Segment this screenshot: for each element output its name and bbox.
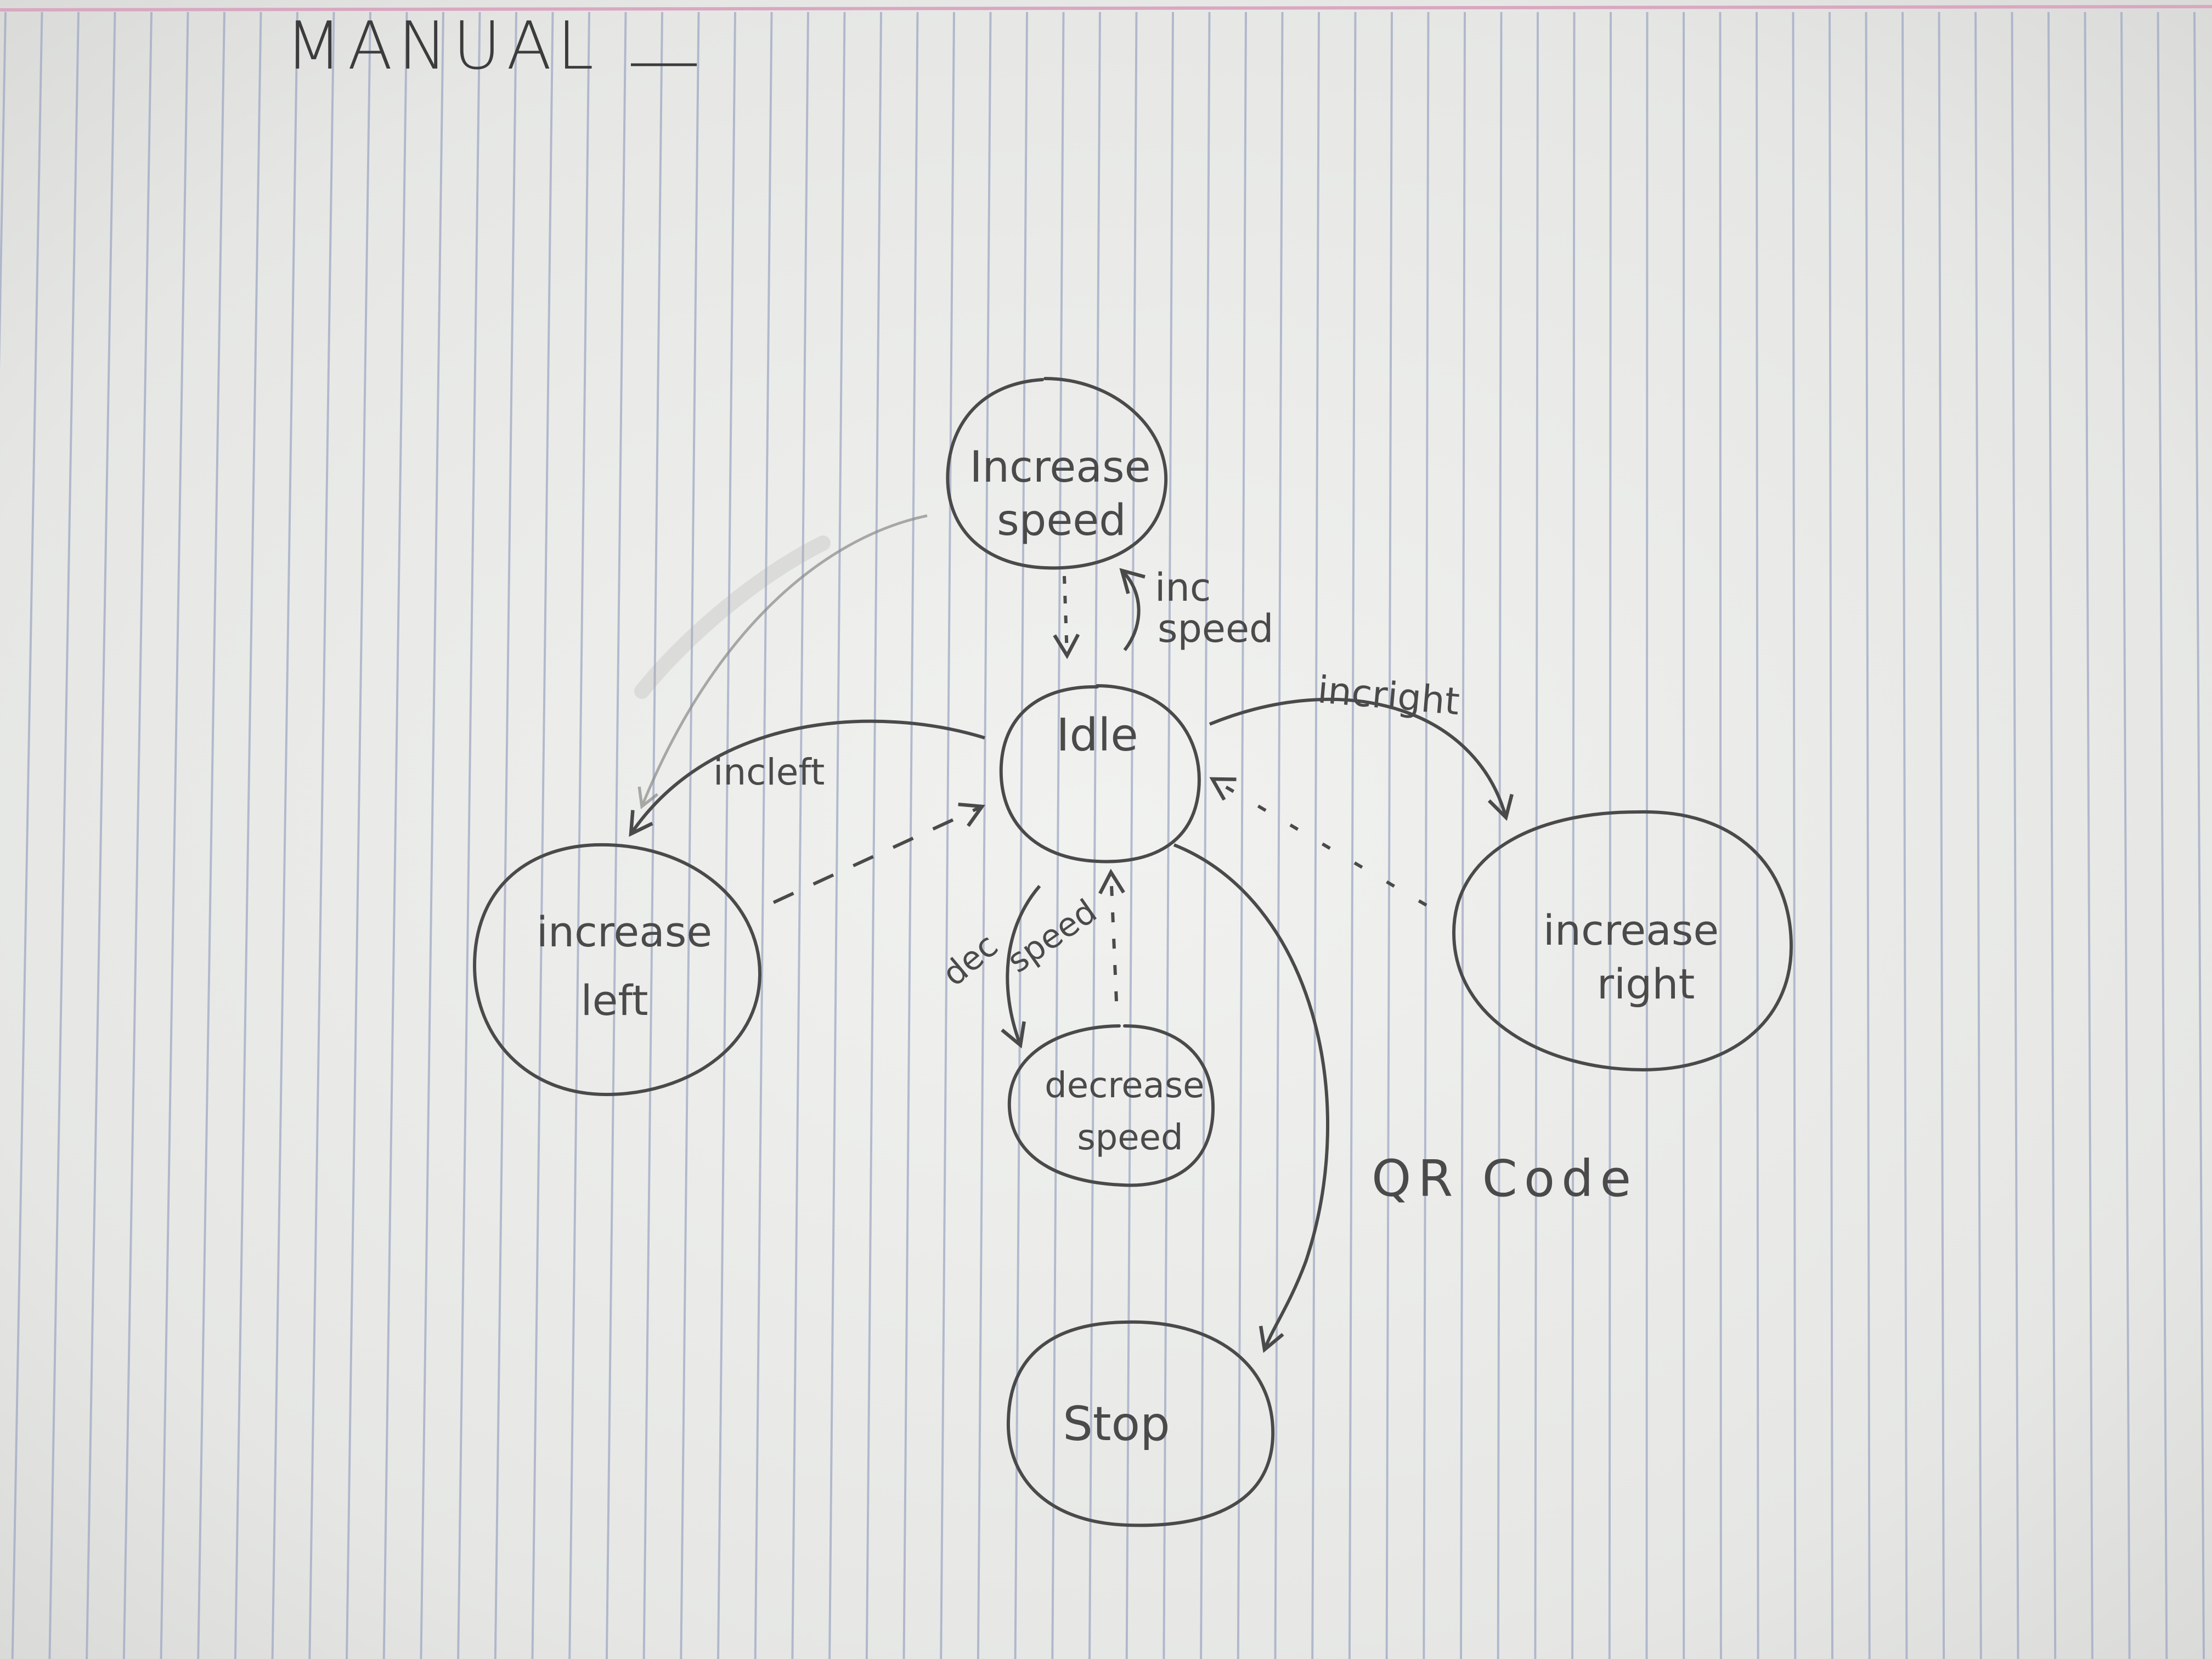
state-increase-left-label: left	[580, 976, 648, 1025]
svg-text:decrease speed: decrease speed	[1045, 1065, 1216, 1158]
ruled-line	[494, 12, 517, 1659]
ruled-line	[865, 12, 882, 1659]
ruled-line	[1938, 12, 1945, 1659]
arrow-inc-left	[629, 719, 985, 837]
ruled-line	[2047, 12, 2057, 1659]
ruled-line	[568, 12, 590, 1659]
arrow-increase-speed-to-left-faint	[637, 514, 928, 810]
state-decrease-speed-label: decrease	[1045, 1065, 1204, 1106]
ruled-line	[197, 12, 225, 1659]
ruled-line	[717, 12, 736, 1659]
ruled-line	[2193, 12, 2205, 1659]
ruled-line	[1974, 12, 1982, 1659]
state-increase-speed-label: speed	[997, 496, 1126, 545]
page-title: MANUAL	[285, 8, 599, 84]
margin-line	[0, 5, 2212, 12]
state-increase-right-label: right	[1597, 960, 1695, 1008]
ruled-line	[48, 12, 80, 1659]
ruled-line	[1792, 12, 1797, 1659]
arrow-inc-right	[1209, 697, 1514, 821]
ruled-line	[1901, 12, 1908, 1659]
ruled-line	[1865, 12, 1871, 1659]
ruled-line	[1237, 12, 1247, 1659]
svg-text:increase left: increase left	[537, 907, 726, 1025]
state-idle: Idle	[999, 684, 1201, 864]
ruled-line	[1423, 12, 1430, 1659]
ruled-line	[308, 12, 335, 1659]
ruled-line	[2011, 12, 2019, 1659]
ruled-line	[605, 12, 627, 1659]
state-increase-left-label: increase	[537, 907, 712, 956]
state-increase-right-label: increase	[1543, 906, 1719, 955]
ruled-line	[754, 12, 773, 1659]
transition-inc-speed-label: speed	[1158, 606, 1273, 651]
state-stop: Stop	[1006, 1320, 1275, 1527]
ruled-line	[2120, 12, 2131, 1659]
ruled-line	[122, 12, 153, 1659]
ruled-line	[531, 12, 554, 1659]
ruled-line	[1348, 12, 1357, 1659]
ruled-line	[902, 12, 919, 1659]
ruled-line	[1829, 12, 1833, 1659]
ruled-line	[1756, 12, 1759, 1659]
ruled-line	[11, 12, 43, 1659]
ruled-line	[1163, 12, 1174, 1659]
ruled-line	[828, 12, 846, 1659]
ruled-line	[1200, 12, 1211, 1659]
ruled-line	[420, 12, 444, 1659]
ruled-line	[1311, 12, 1320, 1659]
ruled-line	[346, 12, 371, 1659]
ruled-line	[1460, 12, 1466, 1659]
ruled-line	[1014, 12, 1028, 1659]
arrow-dec-speed	[1001, 885, 1041, 1049]
ruled-line	[680, 12, 700, 1659]
state-increase-right: increase right	[1452, 810, 1793, 1072]
ruled-line	[1608, 12, 1612, 1659]
arrow-qr-code	[1173, 843, 1329, 1353]
arrow-increase-speed-to-idle	[1053, 575, 1080, 659]
ruled-line	[1385, 12, 1393, 1659]
ruled-lines	[0, 12, 2205, 1659]
svg-text:inc speed: inc speed	[1155, 565, 1273, 651]
ruled-line	[1497, 12, 1503, 1659]
state-increase-left: increase left	[472, 843, 762, 1097]
ruled-line	[940, 12, 955, 1659]
arrow-increase-right-to-idle	[1209, 777, 1427, 907]
transition-qr-code-label: QR Code	[1372, 1149, 1638, 1208]
ruled-line	[234, 12, 262, 1659]
transition-inc-left-label: incleft	[713, 751, 825, 793]
state-increase-speed-label: Increase	[970, 443, 1151, 492]
ruled-line	[382, 12, 408, 1659]
state-idle-label: Idle	[1056, 709, 1138, 761]
ruled-line	[2084, 12, 2094, 1659]
arrow-inc-speed	[1119, 568, 1146, 651]
ruled-line	[1125, 12, 1138, 1659]
arrow-increase-left-to-idle	[772, 802, 985, 904]
ruled-line	[977, 12, 992, 1659]
ruled-line	[791, 12, 809, 1659]
arrow-decrease-speed-to-idle	[1098, 868, 1125, 1002]
state-increase-speed: Increase speed	[946, 377, 1168, 570]
transition-inc-speed-label: inc	[1155, 565, 1211, 610]
ruled-line	[1051, 12, 1065, 1659]
ruled-line	[1534, 12, 1539, 1659]
ruled-line	[1088, 12, 1101, 1659]
ruled-line	[1274, 12, 1284, 1659]
ruled-line	[271, 12, 298, 1659]
ruled-line	[457, 12, 481, 1659]
svg-text:Increase speed: Increase speed	[970, 443, 1165, 545]
ruled-line	[86, 12, 116, 1659]
ruled-line	[1571, 12, 1576, 1659]
state-decrease-speed-label: speed	[1077, 1118, 1183, 1158]
eraser-smudge	[634, 535, 831, 699]
state-stop-label: Stop	[1063, 1397, 1170, 1452]
ruled-line	[2157, 12, 2168, 1659]
svg-text:increase right: increase right	[1543, 906, 1733, 1008]
ruled-line	[1719, 12, 1722, 1659]
state-decrease-speed: decrease speed	[1007, 1024, 1216, 1187]
ruled-line	[0, 12, 7, 372]
ruled-line	[160, 12, 189, 1659]
